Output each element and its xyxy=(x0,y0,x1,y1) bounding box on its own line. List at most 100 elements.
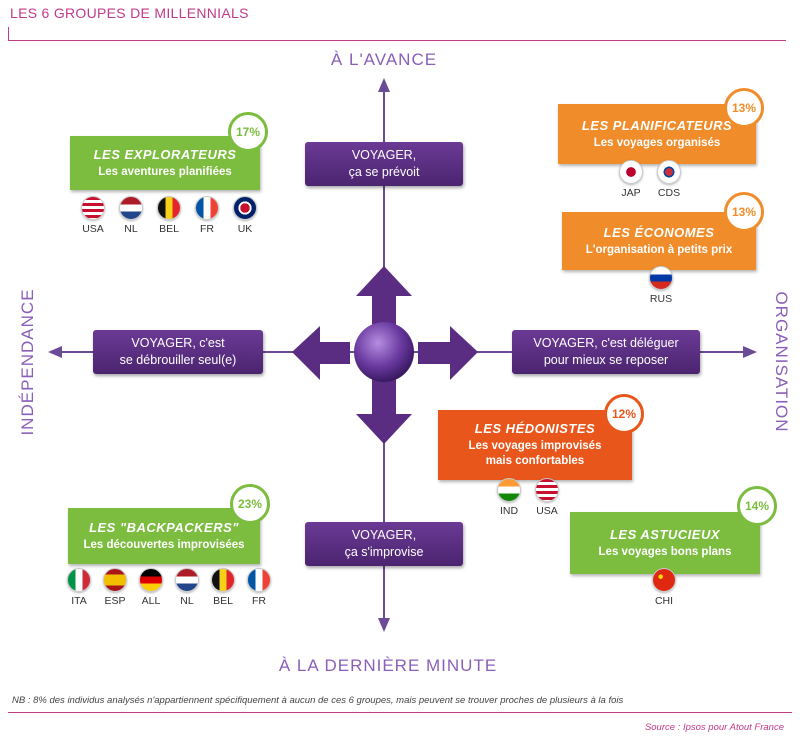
flag-label: CHI xyxy=(654,595,674,607)
flag-label: FR xyxy=(200,223,214,235)
down-axis-arrowhead xyxy=(378,618,390,632)
box-line2: pour mieux se reposer xyxy=(543,353,669,367)
flag-bel: BEL xyxy=(154,196,184,235)
flags-backpackers: ITA ESP ALL NL BEL FR xyxy=(64,568,274,607)
usa-flag-icon xyxy=(81,196,105,220)
flag-chi: CHI xyxy=(649,568,679,607)
flag-nl: NL xyxy=(116,196,146,235)
box-line2: ça se prévoit xyxy=(348,165,420,179)
ita-flag-icon xyxy=(67,568,91,592)
group-backpackers-pct: 23% xyxy=(230,484,270,524)
flag-nl: NL xyxy=(172,568,202,607)
nl-flag-icon xyxy=(175,568,199,592)
voyager-prevoit-box: VOYAGER, ça se prévoit xyxy=(305,142,463,186)
group-name: LES ÉCONOMES xyxy=(603,224,715,240)
box-line1: VOYAGER, xyxy=(351,528,417,542)
flag-fr: FR xyxy=(244,568,274,607)
box-line2: se débrouiller seul(e) xyxy=(119,353,237,367)
central-cross-arrows xyxy=(292,266,478,444)
cds-flag-icon xyxy=(657,160,681,184)
footer-divider xyxy=(8,712,792,713)
ind-flag-icon xyxy=(497,478,521,502)
footnote: NB : 8% des individus analysés n'apparti… xyxy=(12,695,624,706)
flag-label: BEL xyxy=(159,223,179,235)
flag-label: IND xyxy=(499,505,519,517)
voyager-improvise-box: VOYAGER, ça s'improvise xyxy=(305,522,463,566)
flag-label: UK xyxy=(237,223,253,235)
group-subtitle: Les voyages improvisés mais confortables xyxy=(438,439,632,469)
group-astucieux-box: LES ASTUCIEUX Les voyages bons plans xyxy=(570,512,760,574)
rus-flag-icon xyxy=(649,266,673,290)
group-backpackers-box: LES "BACKPACKERS" Les découvertes improv… xyxy=(68,508,260,564)
flag-cds: CDS xyxy=(654,160,684,199)
flag-label: ALL xyxy=(141,595,161,607)
box-line1: VOYAGER, c'est déléguer xyxy=(533,336,679,350)
axis-label-bottom: À LA DERNIÈRE MINUTE xyxy=(278,656,498,675)
group-hedonistes-box: LES HÉDONISTES Les voyages improvisés ma… xyxy=(438,410,632,480)
flag-label: BEL xyxy=(213,595,233,607)
flags-explorateurs: USA NL BEL FR UK xyxy=(78,196,260,235)
center-sphere xyxy=(354,322,414,382)
flags-hedonistes: IND USA xyxy=(494,478,562,517)
fr-flag-icon xyxy=(195,196,219,220)
bel-flag-icon xyxy=(211,568,235,592)
box-line1: VOYAGER, xyxy=(351,148,417,162)
flag-all: ALL xyxy=(136,568,166,607)
group-explorateurs-pct: 17% xyxy=(228,112,268,152)
group-name: LES "BACKPACKERS" xyxy=(89,519,239,535)
group-planificateurs-box: LES PLANIFICATEURS Les voyages organisés xyxy=(558,104,756,164)
flag-label: USA xyxy=(82,223,104,235)
fr-flag-icon xyxy=(247,568,271,592)
flag-label: ESP xyxy=(104,595,126,607)
flag-fr: FR xyxy=(192,196,222,235)
axis-label-left: INDÉPENDANCE xyxy=(18,288,37,436)
voyager-deleguer-box: VOYAGER, c'est déléguer pour mieux se re… xyxy=(512,330,700,374)
flag-label: NL xyxy=(124,223,138,235)
jap-flag-icon xyxy=(619,160,643,184)
group-subtitle-line1: Les voyages improvisés xyxy=(468,440,602,452)
group-subtitle: Les découvertes improvisées xyxy=(83,538,245,551)
group-subtitle: L'organisation à petits prix xyxy=(585,243,733,256)
group-name: LES ASTUCIEUX xyxy=(609,526,721,542)
group-name: LES EXPLORATEURS xyxy=(93,146,237,162)
up-axis-arrowhead xyxy=(378,78,390,92)
axis-label-top: À L'AVANCE xyxy=(330,50,438,69)
group-subtitle: Les voyages bons plans xyxy=(598,545,732,558)
voyager-debrouiller-box: VOYAGER, c'est se débrouiller seul(e) xyxy=(93,330,263,374)
group-name: LES PLANIFICATEURS xyxy=(581,117,733,133)
flag-usa: USA xyxy=(78,196,108,235)
flag-ind: IND xyxy=(494,478,524,517)
chi-flag-icon xyxy=(652,568,676,592)
flags-economes: RUS xyxy=(646,266,676,305)
group-subtitle-line2: mais confortables xyxy=(485,455,585,467)
left-axis-arrowhead xyxy=(48,346,62,358)
group-name: LES HÉDONISTES xyxy=(474,421,596,436)
flag-esp: ESP xyxy=(100,568,130,607)
all-flag-icon xyxy=(139,568,163,592)
flag-label: USA xyxy=(536,505,558,517)
box-line1: VOYAGER, c'est xyxy=(131,336,225,350)
group-planificateurs-pct: 13% xyxy=(724,88,764,128)
flag-jap: JAP xyxy=(616,160,646,199)
group-astucieux-pct: 14% xyxy=(737,486,777,526)
box-line2: ça s'improvise xyxy=(344,545,424,559)
title-divider xyxy=(8,27,786,41)
esp-flag-icon xyxy=(103,568,127,592)
flags-astucieux: CHI xyxy=(649,568,679,607)
group-subtitle: Les aventures planifiées xyxy=(98,165,232,178)
flag-rus: RUS xyxy=(646,266,676,305)
flags-planificateurs: JAP CDS xyxy=(616,160,684,199)
right-axis-arrowhead xyxy=(743,346,757,358)
nl-flag-icon xyxy=(119,196,143,220)
flag-label: JAP xyxy=(621,187,641,199)
flag-label: FR xyxy=(252,595,266,607)
group-explorateurs-box: LES EXPLORATEURS Les aventures planifiée… xyxy=(70,136,260,190)
uk-flag-icon xyxy=(233,196,257,220)
axis-label-right: ORGANISATION xyxy=(772,291,791,433)
page-title: LES 6 GROUPES DE MILLENNIALS xyxy=(10,5,249,21)
flag-label: CDS xyxy=(657,187,681,199)
group-subtitle: Les voyages organisés xyxy=(593,136,721,149)
bel-flag-icon xyxy=(157,196,181,220)
group-hedonistes-pct: 12% xyxy=(604,394,644,434)
usa-flag-icon xyxy=(535,478,559,502)
